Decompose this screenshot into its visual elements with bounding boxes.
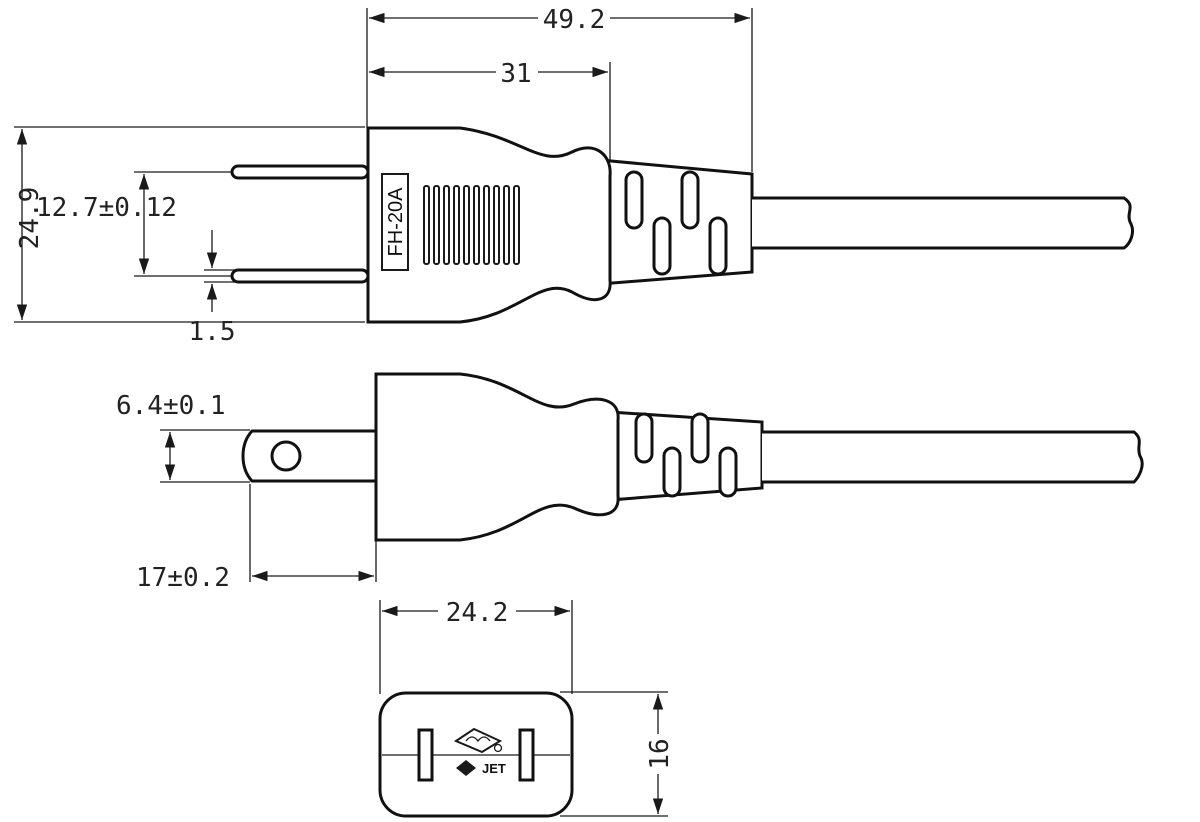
side-view: 6.4±0.1 17±0.2 xyxy=(116,372,1144,593)
grip-ridges xyxy=(423,185,520,265)
front-view: 24.2 16 JET xyxy=(378,597,675,818)
dim-pin-width: 6.4±0.1 xyxy=(116,391,226,421)
strain-relief xyxy=(598,158,754,286)
top-view: 49.2 31 24.9 12.7±0.12 1.5 xyxy=(14,4,1134,347)
pin-upper xyxy=(230,164,370,180)
cable-side xyxy=(762,430,1144,484)
pse-mark-icon xyxy=(453,727,503,754)
jet-mark-icon: JET xyxy=(456,760,506,776)
pin-lower xyxy=(230,268,370,284)
plug-body-side xyxy=(374,372,620,542)
model-label-box xyxy=(381,173,409,271)
cable-top xyxy=(752,196,1134,250)
dim-body-length: 31 xyxy=(500,59,531,89)
face-pin-left xyxy=(417,728,434,782)
model-label: FH-20A xyxy=(385,187,407,257)
dim-face-width: 24.2 xyxy=(446,598,509,628)
relief-slots-side xyxy=(634,412,738,498)
strain-relief-side xyxy=(608,410,764,502)
dim-face-height: 16 xyxy=(645,738,675,769)
dim-overall-height: 24.9 xyxy=(15,187,45,250)
cert-label: JET xyxy=(482,761,506,776)
dim-pin-length: 17±0.2 xyxy=(136,563,230,593)
pin-hole xyxy=(270,440,302,472)
dim-pin-spacing: 12.7±0.12 xyxy=(36,193,177,223)
pin-blade xyxy=(241,429,378,483)
relief-slots xyxy=(624,170,728,276)
dim-pin-thickness: 1.5 xyxy=(189,317,236,347)
face-pin-right xyxy=(518,728,535,782)
dim-overall-length: 49.2 xyxy=(543,5,606,35)
